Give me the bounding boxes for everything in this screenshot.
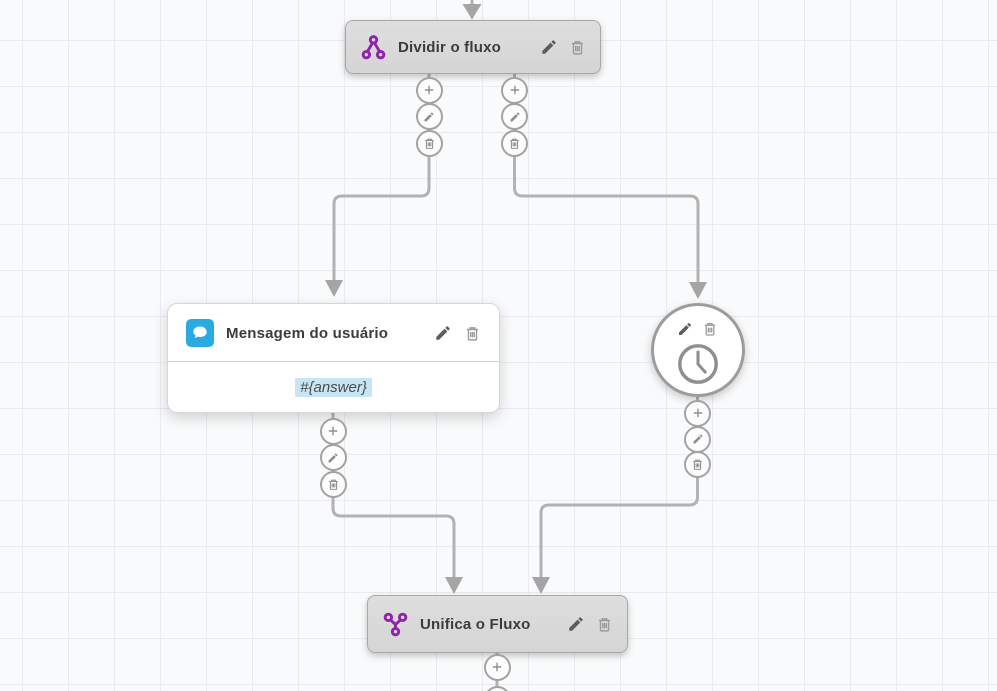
merge-flow-icon — [382, 611, 409, 638]
node-merge-flow[interactable]: Unifica o Fluxo — [367, 595, 628, 653]
add-button[interactable] — [319, 417, 347, 445]
edit-button[interactable] — [319, 444, 347, 471]
trash-icon[interactable] — [702, 321, 718, 337]
delete-button[interactable] — [319, 470, 347, 498]
trash-icon[interactable] — [596, 616, 613, 633]
split-flow-icon — [360, 34, 387, 61]
delete-button[interactable] — [684, 451, 711, 478]
add-button[interactable] — [483, 653, 511, 681]
node-delay[interactable] — [650, 303, 745, 397]
edit-button[interactable] — [684, 425, 711, 453]
trash-icon[interactable] — [569, 39, 586, 56]
edit-button[interactable] — [501, 103, 528, 130]
node-split-flow[interactable]: Dividir o fluxo — [345, 20, 601, 74]
add-button[interactable] — [684, 399, 711, 427]
card-body: #{answer} — [168, 362, 499, 412]
pencil-icon[interactable] — [434, 324, 452, 342]
trash-icon[interactable] — [464, 325, 481, 342]
node-title: Mensagem do usuário — [226, 324, 389, 342]
node-user-message[interactable]: Mensagem do usuário #{answer} — [167, 303, 500, 413]
pencil-icon[interactable] — [567, 615, 585, 633]
card-header: Mensagem do usuário — [168, 304, 499, 362]
delete-button[interactable] — [501, 129, 528, 157]
variable-chip: #{answer} — [295, 377, 372, 397]
add-button[interactable] — [415, 76, 443, 104]
chat-bubble-icon — [186, 319, 214, 347]
clock-icon — [675, 341, 721, 387]
pencil-icon[interactable] — [677, 321, 693, 337]
edit-button[interactable] — [415, 103, 443, 130]
pencil-icon[interactable] — [540, 38, 558, 56]
delete-button[interactable] — [415, 129, 443, 157]
node-title: Dividir o fluxo — [398, 38, 502, 56]
add-button[interactable] — [501, 76, 528, 104]
node-title: Unifica o Fluxo — [420, 615, 531, 633]
